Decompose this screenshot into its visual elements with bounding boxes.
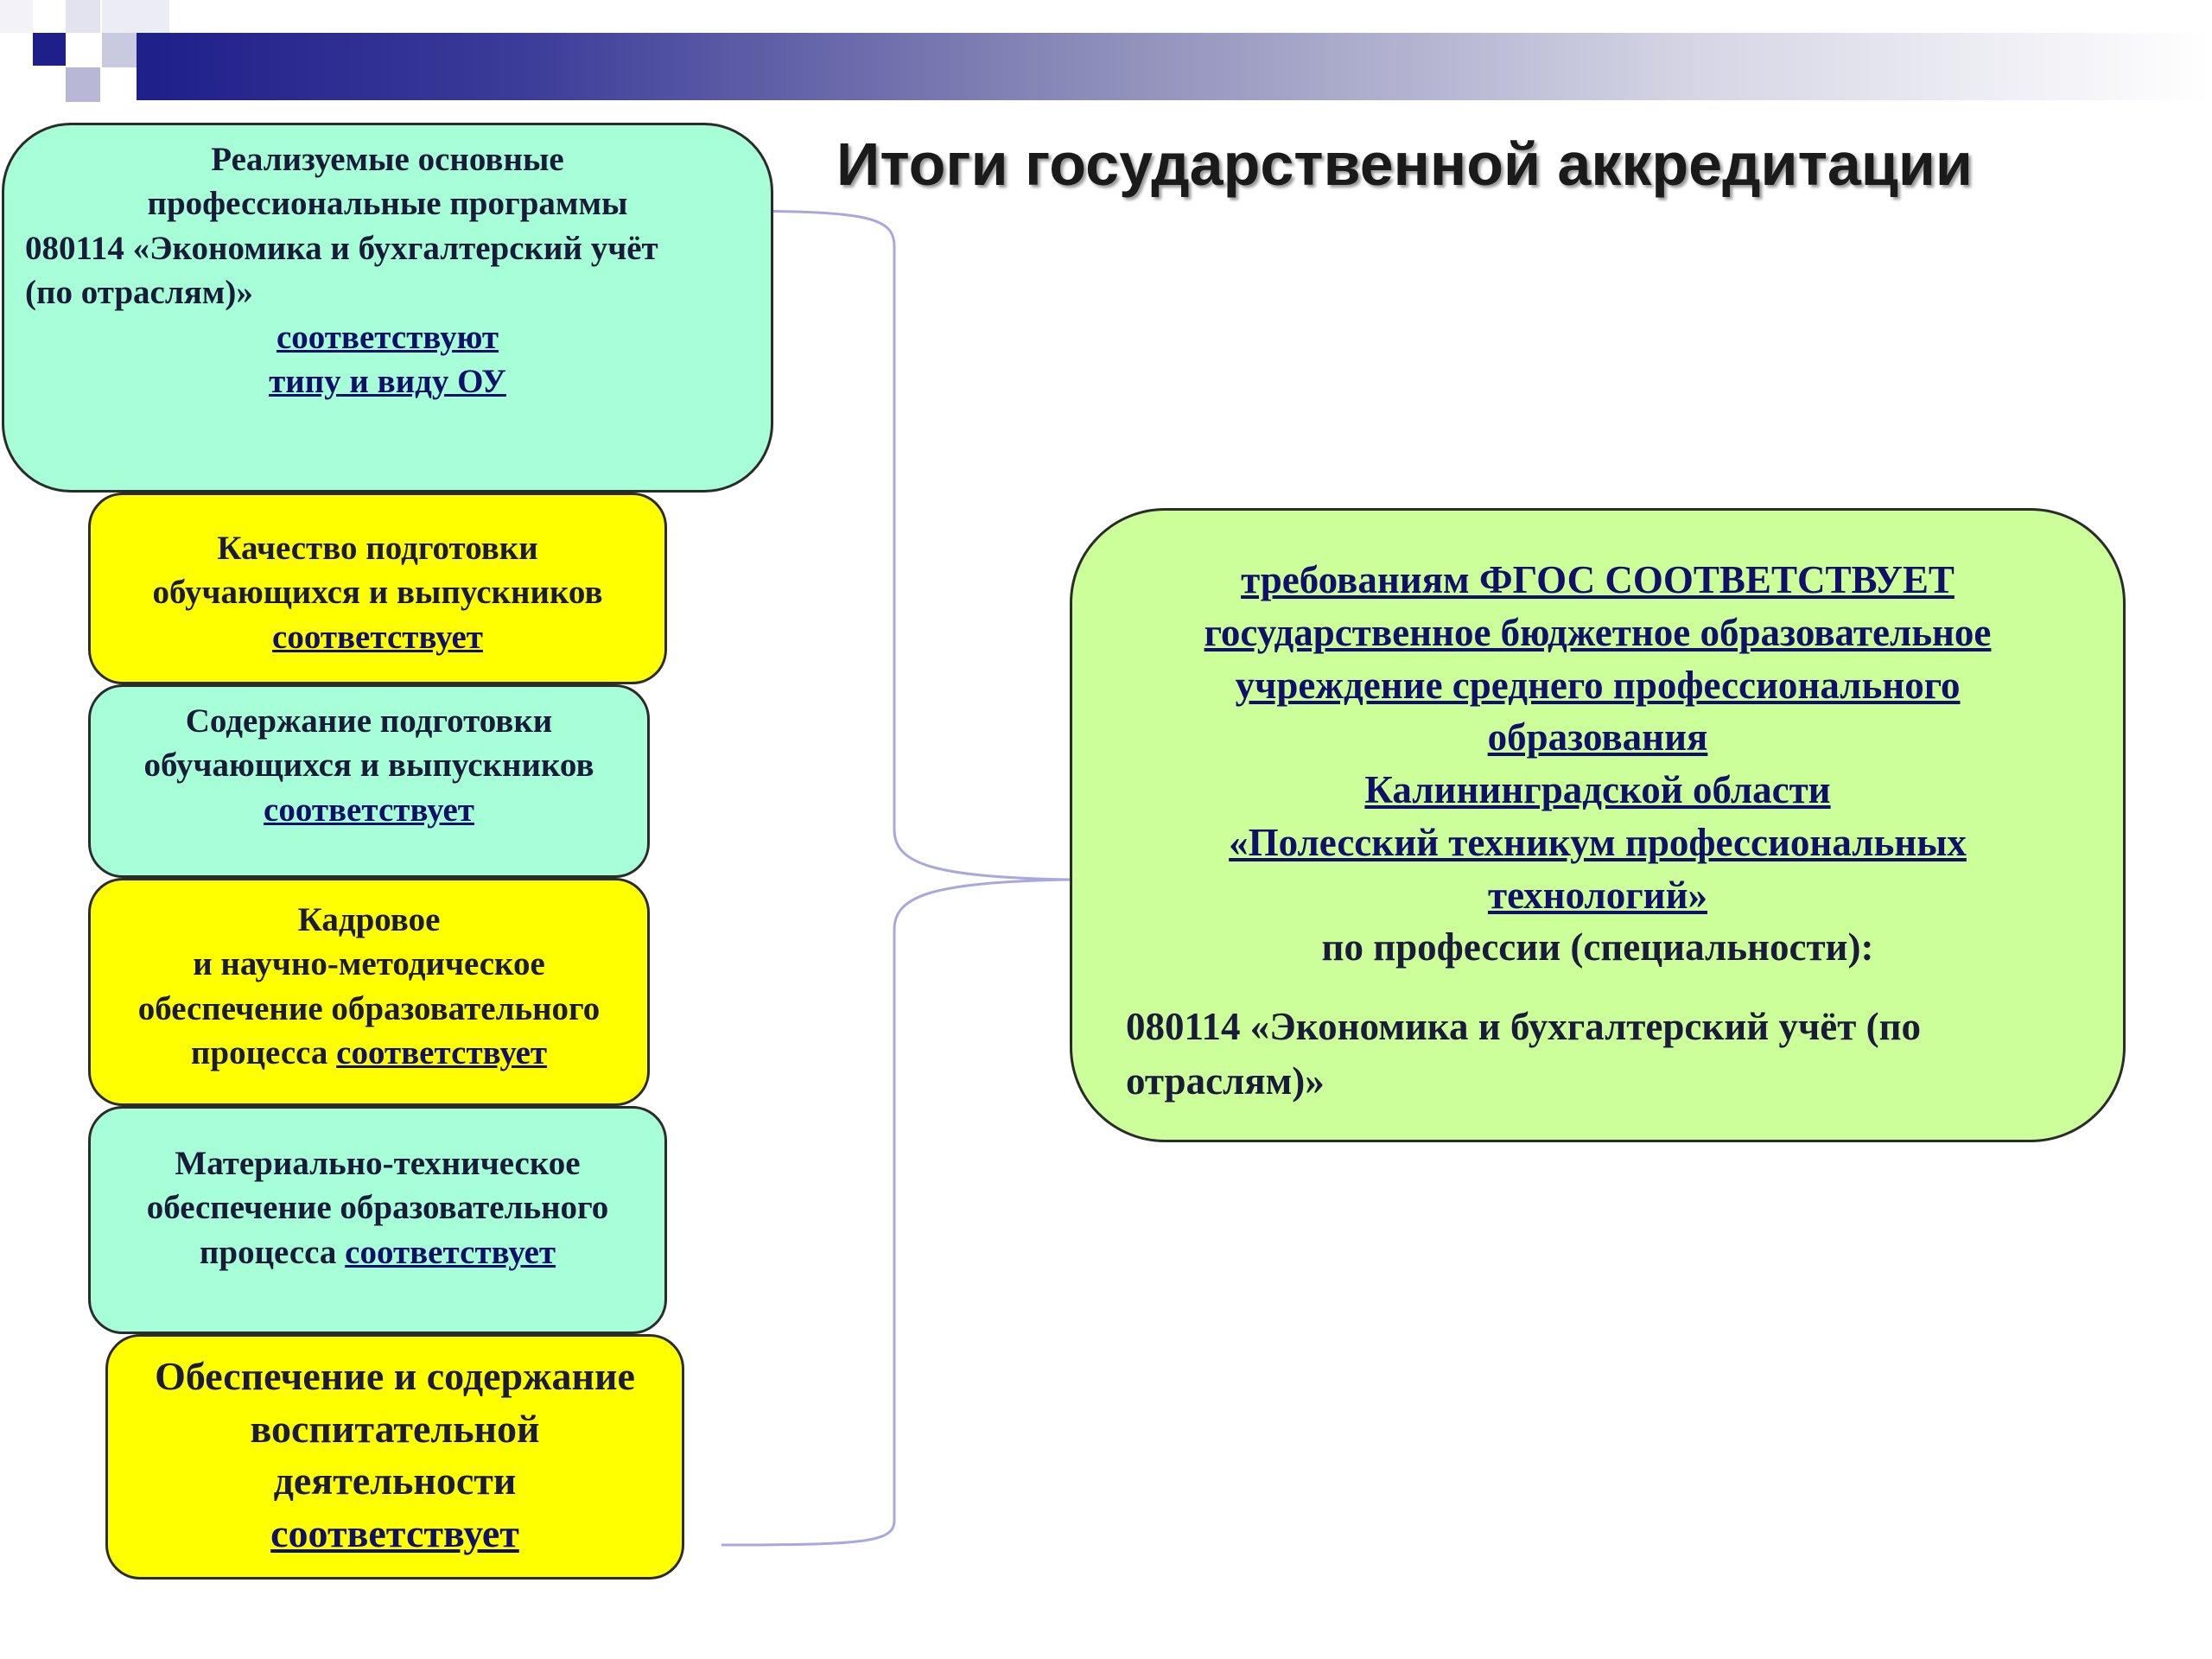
staff-line: Кадровое — [297, 901, 441, 938]
programs-status: типу и виду ОУ — [269, 363, 506, 401]
programs-line: (по отраслям)» — [25, 274, 253, 312]
result-line: учреждение среднего профессионального — [1235, 663, 1961, 707]
box-programs: Реализуемые основные профессиональные пр… — [2, 123, 773, 493]
content-line: Содержание подготовки — [185, 702, 553, 740]
box-quality: Качество подготовки обучающихся и выпуск… — [88, 493, 667, 684]
box-result: требованиям ФГОС СООТВЕТСТВУЕТ государст… — [1070, 508, 2126, 1142]
programs-line: профессиональные программы — [147, 185, 628, 223]
result-line: образования — [1487, 715, 1708, 760]
upbringing-line: воспитательной — [250, 1406, 540, 1451]
material-prefix: процесса — [199, 1233, 337, 1271]
box-content: Содержание подготовки обучающихся и выпу… — [88, 684, 650, 878]
quality-line: обучающихся и выпускников — [152, 574, 603, 612]
programs-status: соответствуют — [276, 318, 499, 356]
upbringing-status: соответствует — [270, 1511, 519, 1556]
content-line: обучающихся и выпускников — [143, 747, 594, 785]
box-staff: Кадровое и научно-методическое обеспечен… — [88, 878, 650, 1106]
decor-square — [0, 0, 33, 33]
bracket-path — [721, 209, 1071, 1547]
quality-status: соответствует — [272, 618, 483, 656]
box-upbringing: Обеспечение и содержание воспитательной … — [105, 1334, 684, 1580]
result-line: Калининградской области — [1364, 768, 1831, 811]
material-line: обеспечение образовательного — [146, 1189, 609, 1227]
decor-square — [66, 0, 100, 33]
result-line: государственное бюджетное образовательно… — [1204, 610, 1992, 654]
programs-line: Реализуемые основные — [211, 141, 564, 178]
box-material: Материально-техническое обеспечение обра… — [88, 1106, 667, 1334]
staff-line: процесса соответствует — [191, 1031, 547, 1075]
staff-status: соответствует — [336, 1034, 548, 1072]
header-gradient-bar — [137, 33, 2212, 100]
material-line: Материально-техническое — [175, 1145, 581, 1182]
decor-square — [66, 67, 100, 102]
material-status: соответствует — [345, 1233, 556, 1271]
decor-square — [102, 0, 169, 33]
programs-line: 080114 «Экономика и бухгалтерский учёт — [25, 229, 658, 267]
decor-square — [33, 33, 66, 66]
slide-title: Итоги государственной аккредитации — [836, 130, 1973, 198]
staff-line: обеспечение образовательного — [137, 989, 601, 1027]
decor-square — [102, 33, 137, 67]
upbringing-line: Обеспечение и содержание — [155, 1354, 635, 1398]
result-line: по профессии (специальности): — [1321, 925, 1874, 969]
result-line: технологий» — [1487, 873, 1708, 917]
quality-line: Качество подготовки — [217, 530, 538, 567]
staff-prefix: процесса — [190, 1034, 328, 1072]
material-line: процесса соответствует — [200, 1230, 556, 1274]
upbringing-line: деятельности — [273, 1459, 517, 1503]
content-status: соответствует — [264, 791, 474, 829]
result-line: требованиям ФГОС СООТВЕТСТВУЕТ — [1241, 558, 1955, 601]
result-line: «Полесский техникум профессиональных — [1229, 820, 1967, 864]
result-profession-code: 080114 «Экономика и бухгалтерский учёт (… — [1126, 1005, 1922, 1103]
staff-line: и научно-методическое — [193, 945, 545, 983]
